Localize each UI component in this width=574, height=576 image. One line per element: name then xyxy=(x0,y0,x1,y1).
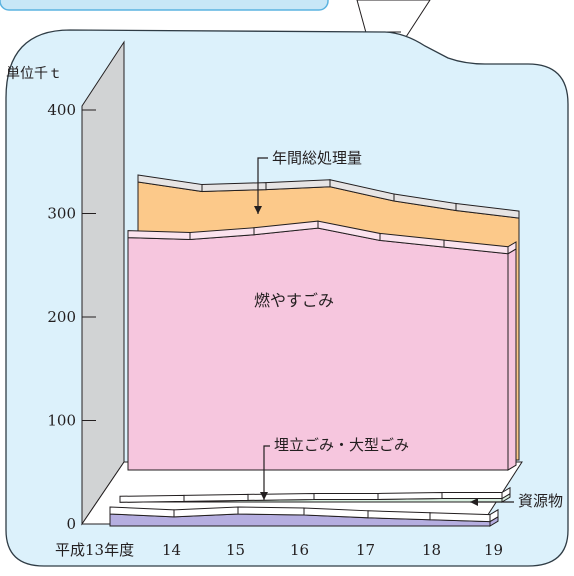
y-tick-label: 300 xyxy=(47,205,76,223)
layer-recycle xyxy=(119,486,511,503)
arrow-recyclables-head xyxy=(470,498,478,506)
ridge-segment xyxy=(119,494,185,503)
y-axis: 0 100 200 300 400 xyxy=(47,101,96,533)
arrow-landfill-head xyxy=(260,492,268,500)
x-tick-label: 16 xyxy=(290,541,309,559)
label-landfill: 埋立ごみ・大型ごみ xyxy=(274,436,409,454)
layer-landfill xyxy=(109,506,499,527)
y-tick-label: 100 xyxy=(47,412,76,430)
y-tick-label: 0 xyxy=(66,515,76,533)
label-total: 年間総処理量 xyxy=(272,149,362,167)
decor xyxy=(0,0,431,41)
y-tick-label: 200 xyxy=(47,308,76,326)
ridge-segment xyxy=(237,506,305,516)
x-tick-label: 15 xyxy=(226,541,245,559)
ridge-segment xyxy=(441,492,503,499)
ridge-cap xyxy=(501,486,511,500)
ridge-segment xyxy=(247,492,315,501)
x-tick-label: 18 xyxy=(422,541,441,559)
arrow-total xyxy=(257,157,268,214)
ridge-cap xyxy=(489,508,499,523)
ridge-cap xyxy=(507,241,517,255)
ridge-segment xyxy=(127,230,191,241)
x-tick-label: 14 xyxy=(162,541,181,559)
back-wall xyxy=(81,40,125,526)
top-banner xyxy=(0,0,329,11)
layers xyxy=(109,174,520,527)
ridge-segment xyxy=(313,492,379,500)
x-tick-label: 19 xyxy=(484,541,503,559)
annotations xyxy=(254,157,514,506)
y-axis-title: 単位千ｔ xyxy=(6,66,62,82)
x-tick-label: 平成13年度 xyxy=(55,541,134,559)
arrow-total-head xyxy=(254,206,262,214)
ridge-segment xyxy=(201,182,267,193)
area-side xyxy=(507,248,517,471)
ridge-segment xyxy=(183,493,249,502)
x-tick-label: 17 xyxy=(356,541,375,559)
label-burnable: 燃やすごみ xyxy=(254,291,334,310)
x-axis: 平成13年度 14 15 16 17 18 19 xyxy=(55,541,503,559)
label-recyclables: 資源物 xyxy=(518,492,563,510)
area-face xyxy=(127,227,509,471)
ridge-segment xyxy=(429,512,491,523)
ridge-segment xyxy=(367,510,431,521)
y-tick-label: 400 xyxy=(47,101,76,119)
layer-burnable xyxy=(127,220,517,471)
arrow-landfill xyxy=(263,445,270,500)
ridge-segment xyxy=(377,491,443,500)
